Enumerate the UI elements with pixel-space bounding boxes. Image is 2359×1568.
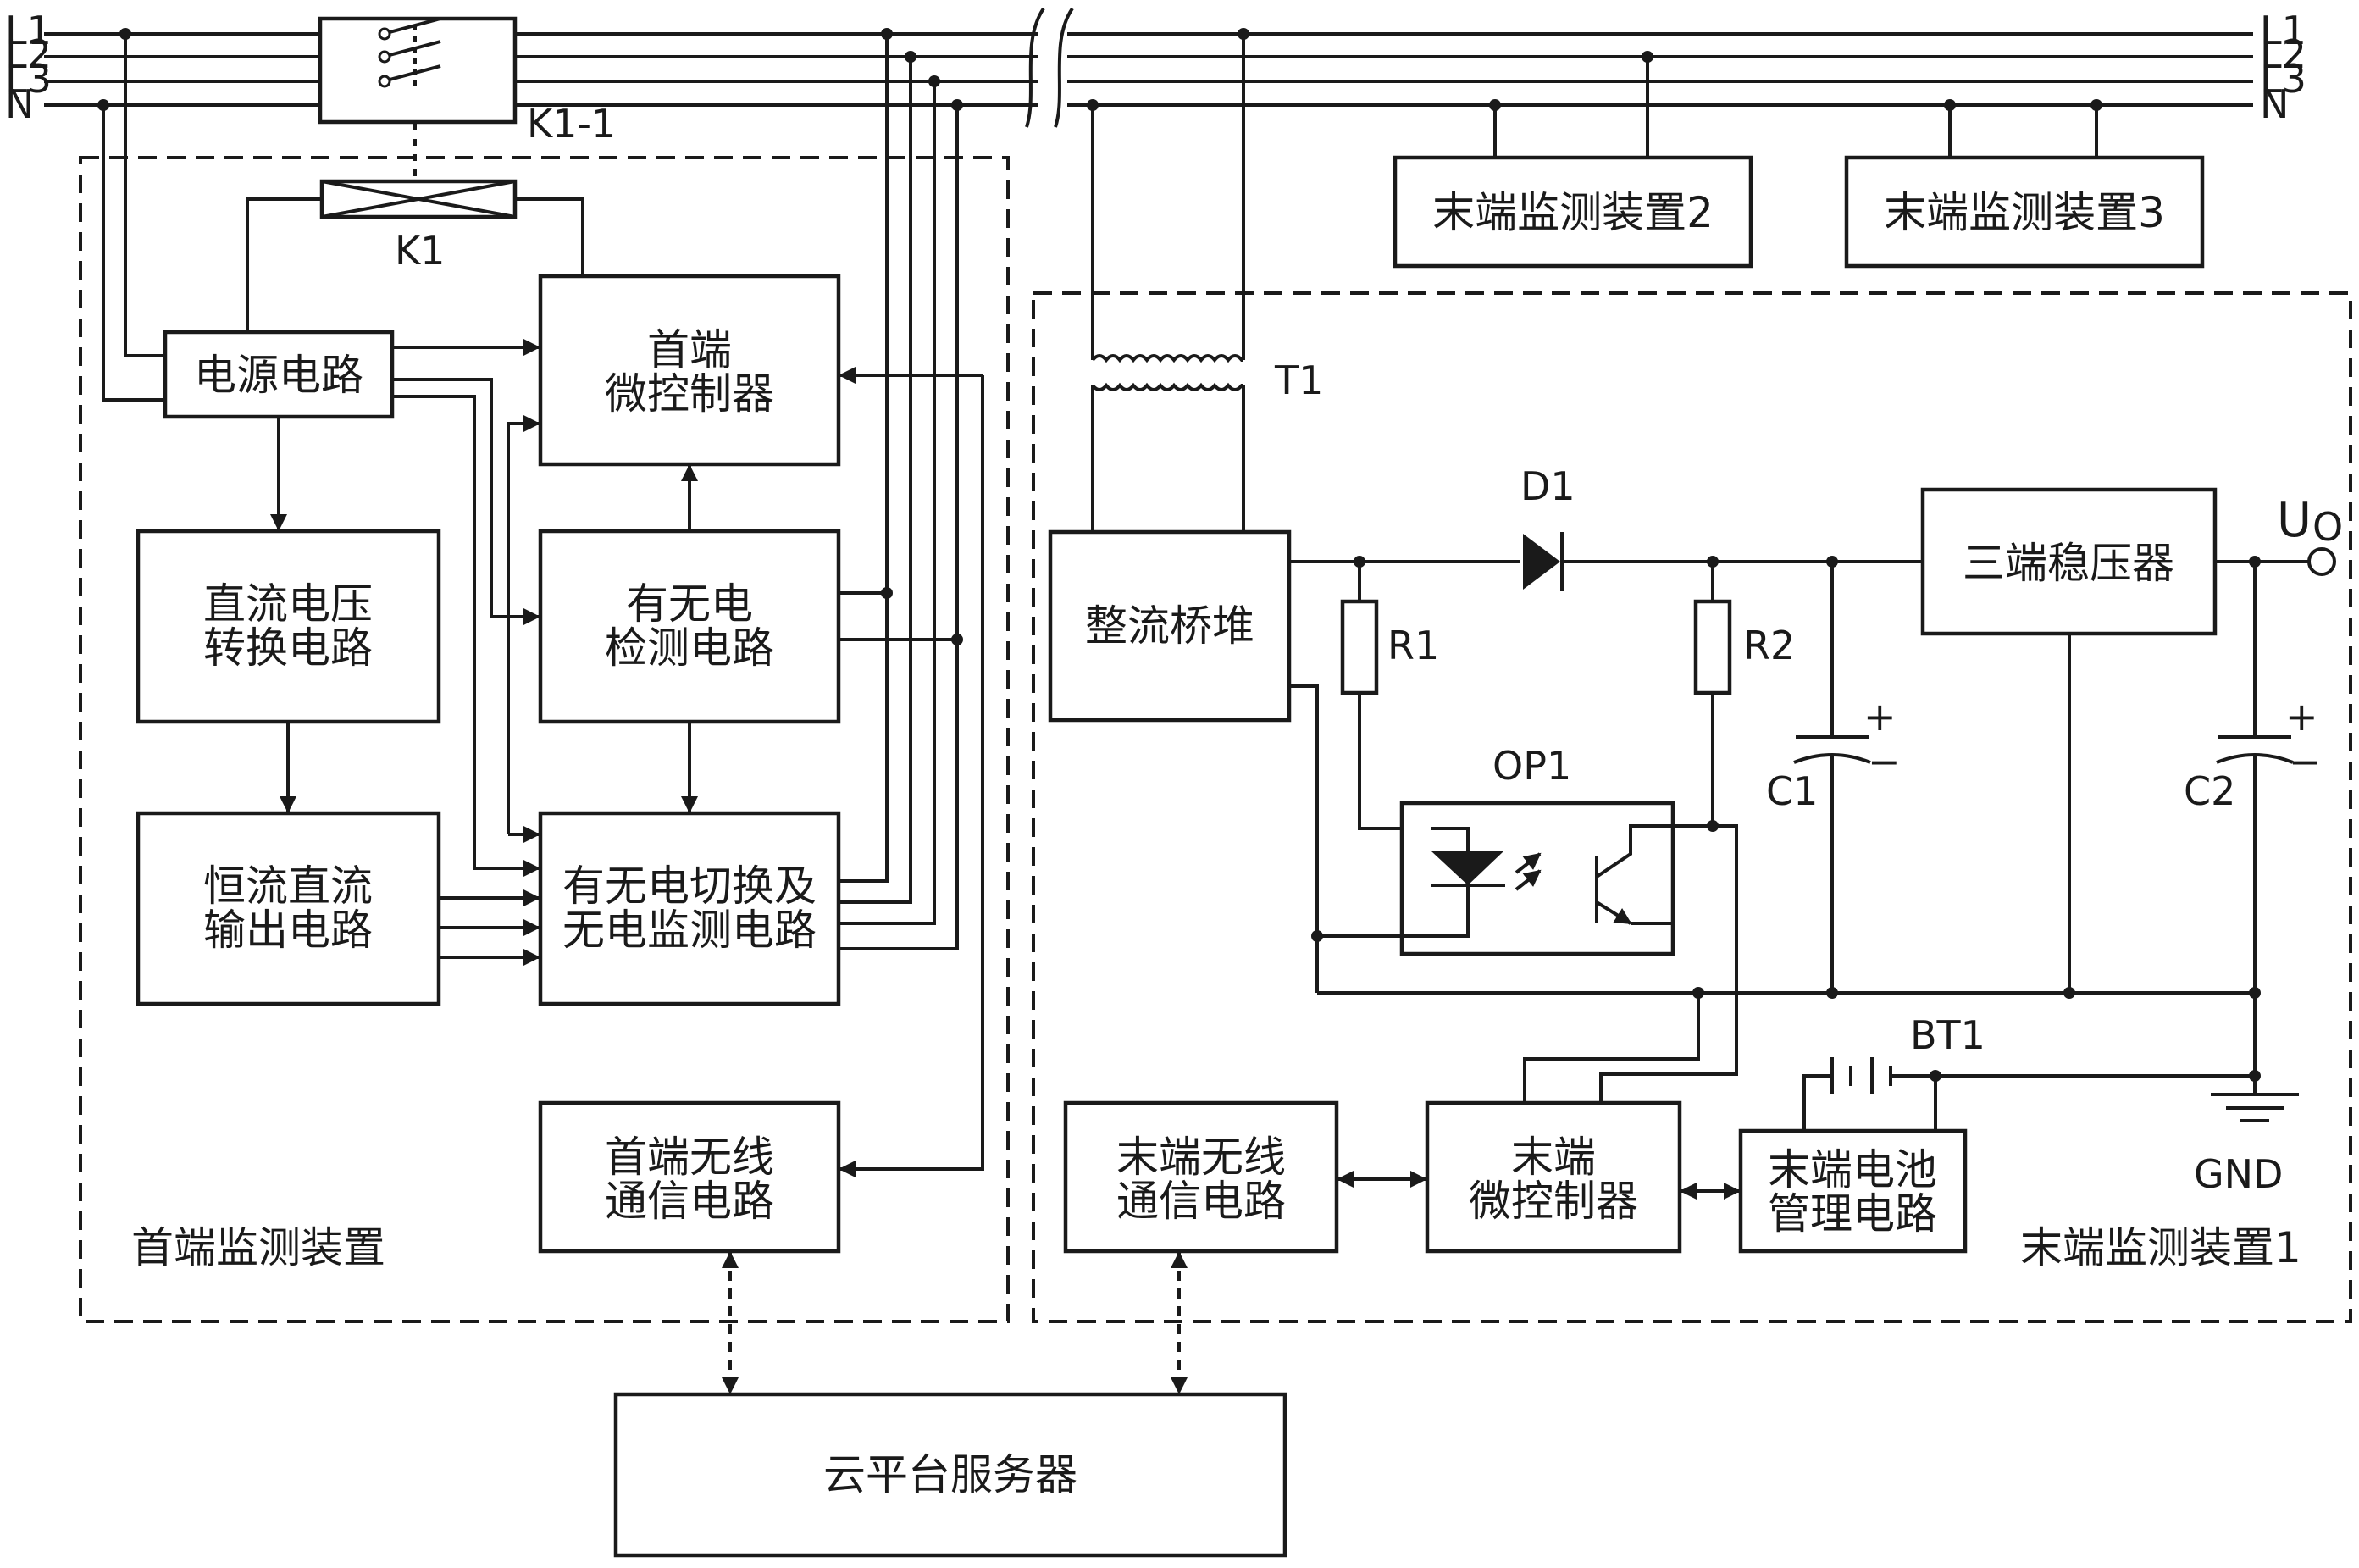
ground-symbol: GND xyxy=(2194,1070,2299,1197)
switch-monitor-label-1: 有无电切换及 xyxy=(562,862,817,911)
bus-label-n-right: N xyxy=(2260,81,2289,127)
power-input-l1 xyxy=(124,34,165,357)
battery-mgmt-box xyxy=(1738,1128,1968,1254)
junction xyxy=(1944,99,1956,111)
battery-label: BT1 xyxy=(1910,1012,1985,1058)
diode-label: D1 xyxy=(1520,463,1575,509)
relay-wire-right xyxy=(515,197,584,276)
end-mcu-label-1: 末端 xyxy=(1511,1133,1596,1182)
resistor-r1: R1 xyxy=(1340,562,1439,830)
power-circuit-box xyxy=(163,330,395,419)
end-device-2-box xyxy=(1393,155,1753,269)
bus-break-mark xyxy=(1054,7,1074,128)
transformer-t1: T1 xyxy=(1087,28,1323,532)
bus-label-l2: L2 xyxy=(5,31,52,77)
end-wireless-box xyxy=(1063,1100,1339,1254)
c1-minus: − xyxy=(1868,739,1901,784)
head-wireless-label-2: 通信电路 xyxy=(605,1177,774,1226)
r1-label: R1 xyxy=(1387,623,1439,668)
end-wireless-label-1: 末端无线 xyxy=(1116,1133,1286,1182)
relay-k1: K1 xyxy=(319,179,518,274)
c2-plus: + xyxy=(2285,694,2318,740)
power-bus: L1 L2 L3 N L1 L2 L3 N xyxy=(5,7,2306,128)
end-mcu-wire-b xyxy=(1599,824,1738,1103)
cloud-server-label: 云平台服务器 xyxy=(823,1450,1077,1499)
dc-voltage-label-1: 直流电压 xyxy=(203,579,373,629)
positive-rail: D1 xyxy=(1289,463,1923,591)
bus-label-l3-right: L3 xyxy=(2260,56,2306,102)
junction xyxy=(1642,51,1653,63)
battery-bt1: BT1 xyxy=(1802,1012,2255,1131)
bus-label-l1: L1 xyxy=(5,8,52,53)
battery-mgmt-label-2: 管理电路 xyxy=(1768,1189,1937,1238)
power-detect-label-2: 检测电路 xyxy=(605,623,774,673)
power-circuit-label: 电源电路 xyxy=(194,351,363,400)
junction xyxy=(1311,930,1323,942)
rectifier-label: 整流桥堆 xyxy=(1085,601,1254,651)
transformer-label: T1 xyxy=(1274,357,1323,403)
head-unit-boundary xyxy=(79,156,1010,1323)
switch-k1-1: K1-1 xyxy=(318,16,616,147)
battery-mgmt-label-1: 末端电池 xyxy=(1768,1145,1937,1194)
output-node: U O xyxy=(2215,493,2343,576)
bus-label-l1-right: L1 xyxy=(2260,8,2306,53)
junction xyxy=(1489,99,1501,111)
head-mcu-label-1: 首端 xyxy=(647,325,732,374)
end-device-label: 末端监测装置1 xyxy=(2020,1223,2301,1272)
head-wireless-label-1: 首端无线 xyxy=(605,1133,774,1182)
dc-voltage-label-2: 转换电路 xyxy=(203,623,373,673)
power-detect-label-1: 有无电 xyxy=(626,579,753,629)
output-label-sub: O xyxy=(2312,504,2343,550)
switch-monitor-label-2: 无电监测电路 xyxy=(562,906,817,955)
c2-label: C2 xyxy=(2184,768,2235,814)
switch-monitor-box xyxy=(538,811,841,1006)
cloud-server-box xyxy=(613,1392,1287,1558)
capacitor-c1: + − C1 xyxy=(1766,562,1901,993)
resistor-r2: R2 xyxy=(1693,562,1795,826)
end-device-3-label: 末端监测装置3 xyxy=(1884,188,2165,237)
optocoupler-label: OP1 xyxy=(1492,743,1571,789)
rectifier-negative-wire xyxy=(1289,684,1319,993)
diode-d1 xyxy=(1523,534,1560,590)
head-device-label: 首端监测装置 xyxy=(131,1223,385,1272)
rectifier-box xyxy=(1048,529,1292,723)
constant-current-box xyxy=(136,811,441,1006)
power-input-n xyxy=(102,105,165,402)
junction xyxy=(2090,99,2102,111)
bus-label-n: N xyxy=(5,81,34,127)
end-mcu-box xyxy=(1425,1100,1682,1254)
power-detect-box xyxy=(538,529,841,724)
capacitor-c2: + − C2 xyxy=(2184,562,2322,1093)
r2-label: R2 xyxy=(1743,623,1795,668)
end-mcu-label-2: 微控制器 xyxy=(1469,1177,1638,1226)
constant-current-label-1: 恒流直流 xyxy=(203,862,373,911)
end-device-3-box xyxy=(1844,155,2205,269)
constant-current-label-2: 输出电路 xyxy=(203,906,373,955)
relay-label: K1 xyxy=(395,228,445,274)
head-mcu-label-2: 微控制器 xyxy=(605,369,774,418)
head-junctions xyxy=(97,28,963,645)
relay-wire-left xyxy=(246,197,322,332)
bus-label-l3: L3 xyxy=(5,56,52,102)
optocoupler-op1: OP1 xyxy=(1317,743,1719,956)
end-mcu-wire-a xyxy=(1523,993,1700,1103)
regulator-label: 三端稳压器 xyxy=(1963,539,2174,588)
bus-label-l2-right: L2 xyxy=(2260,31,2306,77)
ground-rail xyxy=(1317,987,2261,999)
c2-minus: − xyxy=(2289,739,2322,784)
end-unit-boundary xyxy=(1032,291,2352,1323)
bus-break-mark xyxy=(1025,7,1045,128)
ground-label: GND xyxy=(2194,1151,2283,1197)
switch-label: K1-1 xyxy=(527,101,616,147)
end-device-2-label: 末端监测装置2 xyxy=(1432,188,1714,237)
output-label: U xyxy=(2277,493,2312,548)
end-wireless-label-2: 通信电路 xyxy=(1116,1177,1286,1226)
head-wiring xyxy=(270,34,984,1177)
c1-plus: + xyxy=(1863,694,1897,740)
c1-label: C1 xyxy=(1766,768,1818,814)
